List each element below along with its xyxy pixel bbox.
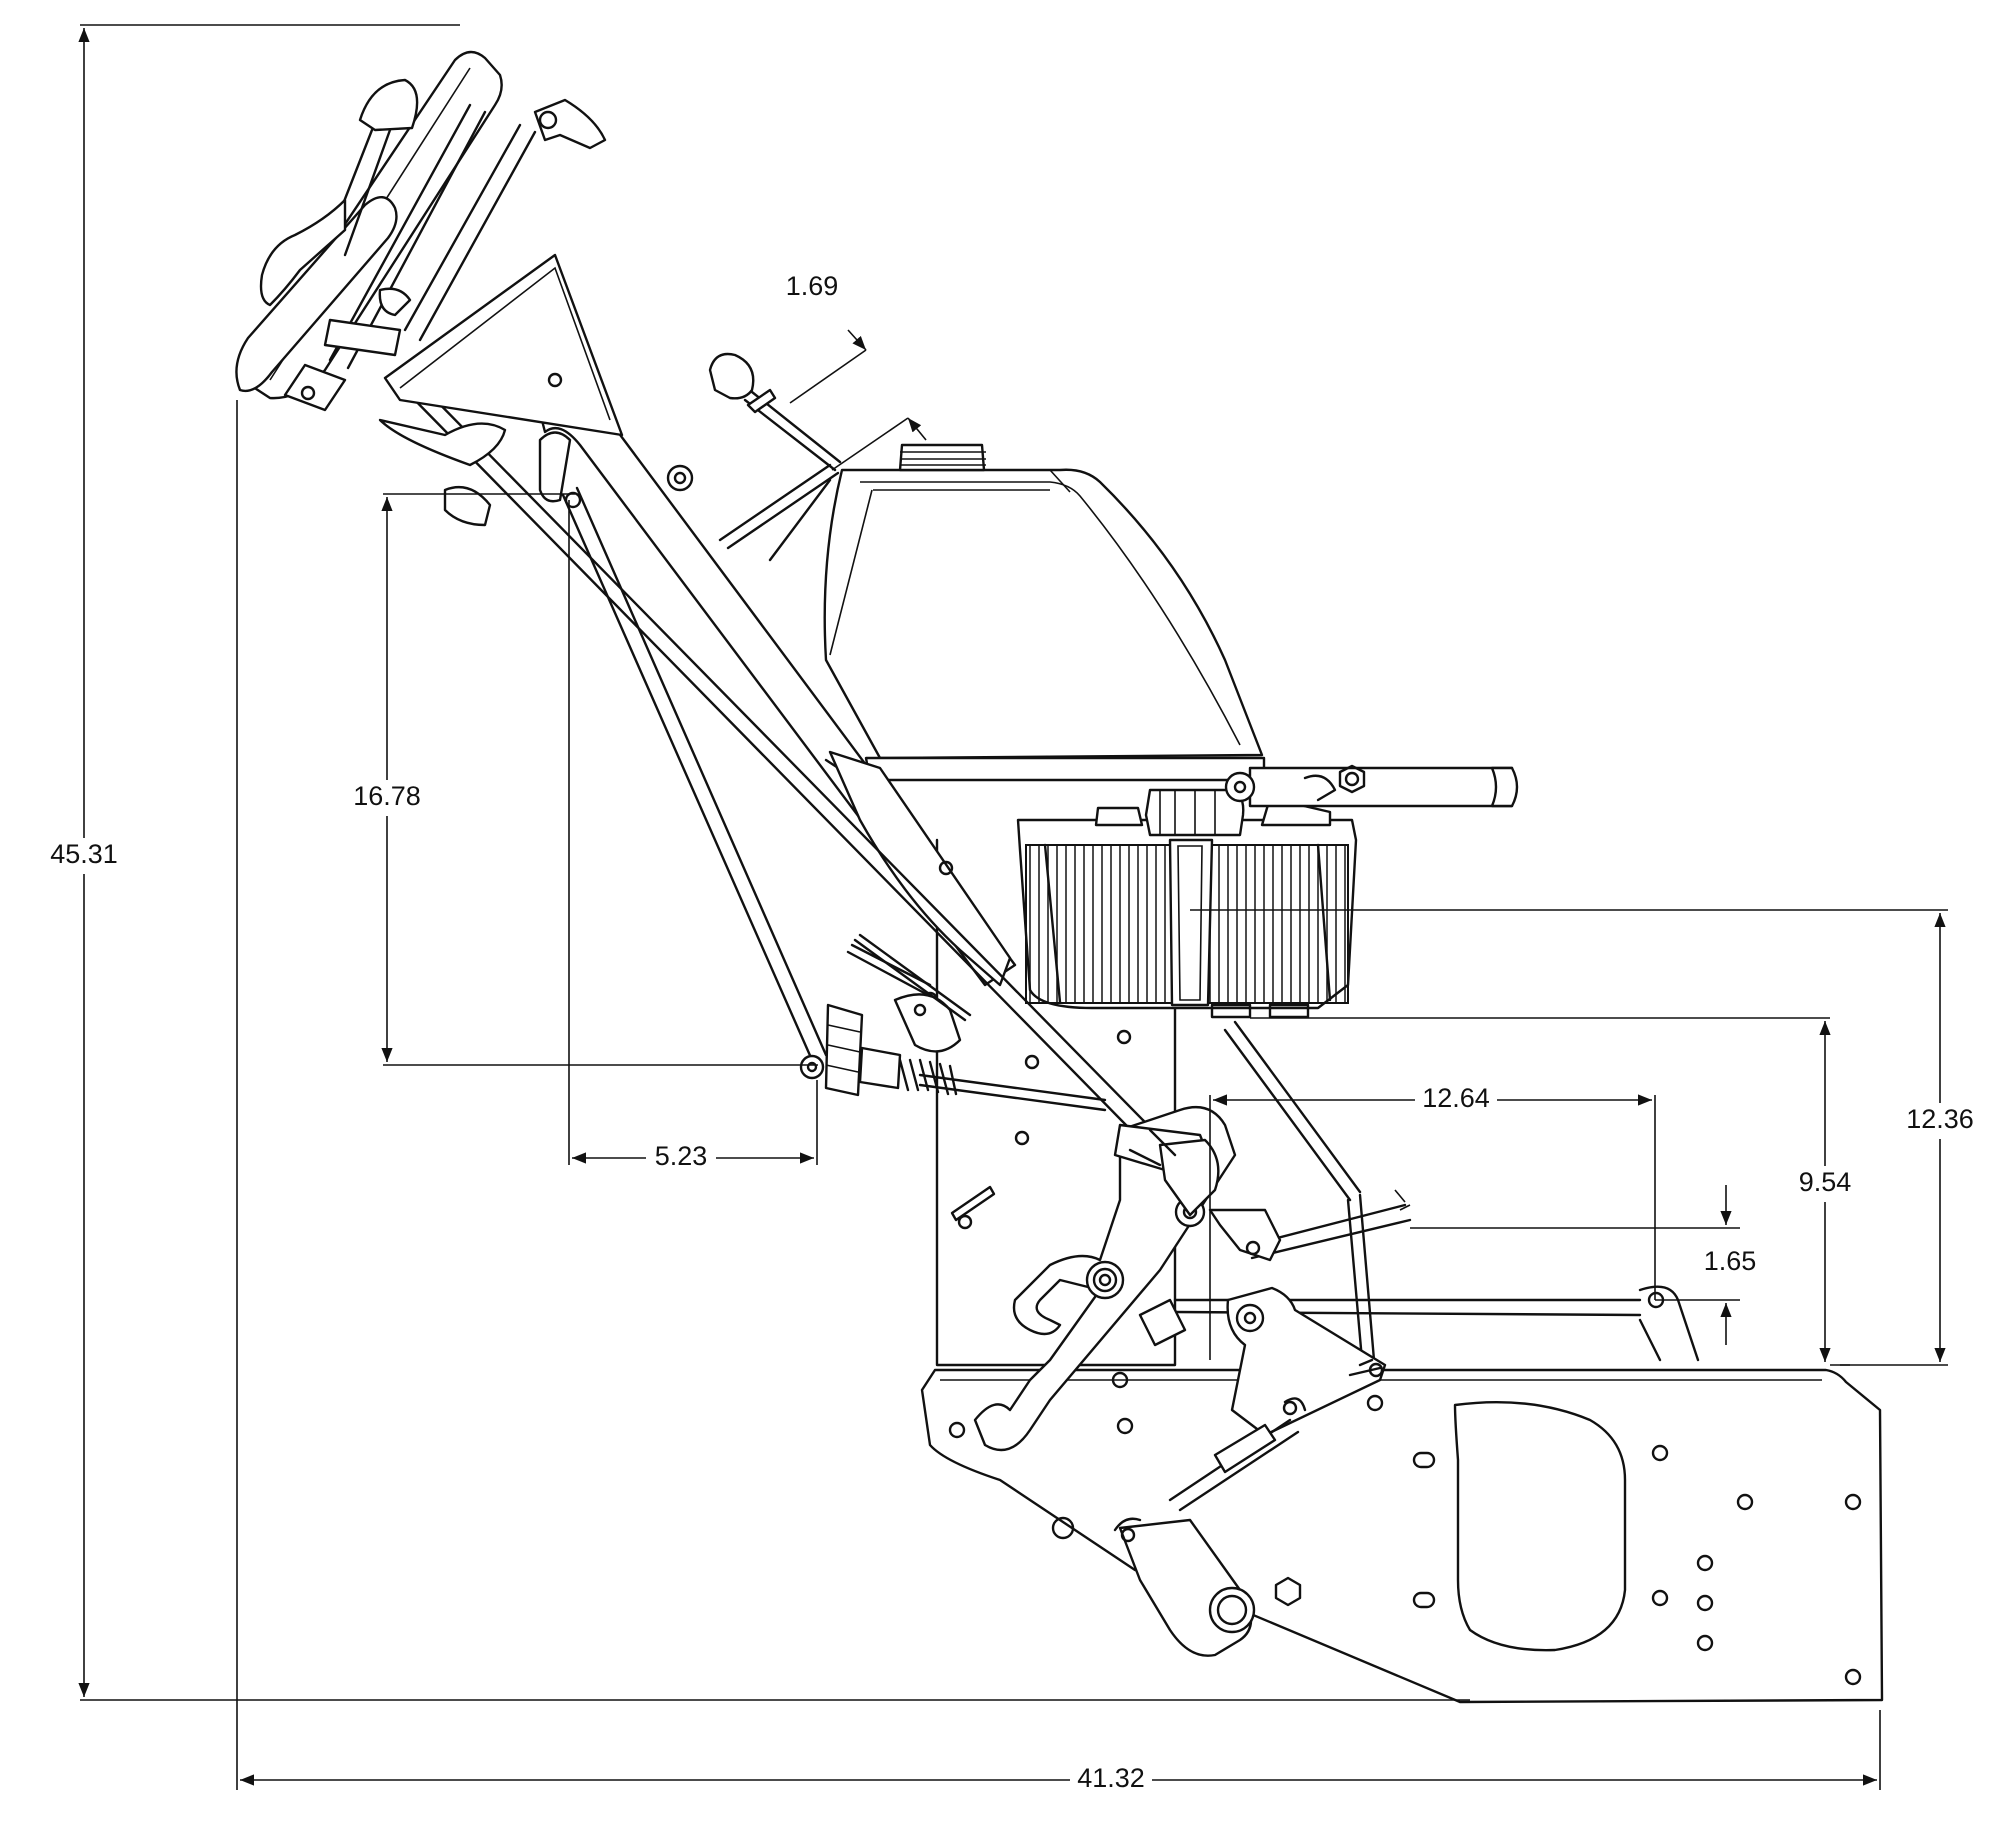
dim-handle-height: 16.78 [353,781,421,811]
handle-grip [235,196,398,393]
dim-handle-angle: 1.69 [786,271,839,301]
plate-holes [948,1371,1862,1686]
cable-knob [824,1003,864,1097]
dim-handle-offset: 5.23 [655,1141,708,1171]
dim-basket-height: 9.54 [1799,1167,1852,1197]
mower-illustration [235,50,1884,1704]
fuel-filler-neck [898,443,986,472]
plate-oval-cutout [1453,1400,1627,1652]
engine-center-channel [1168,838,1214,1007]
dim-deck-span: 12.64 [1422,1083,1490,1113]
fuel-tank [823,468,1264,760]
control-lever [358,78,419,132]
handle-bracket [828,750,1012,987]
control-rod [403,380,1192,1177]
dim-overall-height: 45.31 [50,839,118,869]
side-frame-plate [920,1368,1884,1704]
axle-shaft [1248,766,1514,808]
deflector-panel [383,253,624,437]
dim-catcher-height: 12.36 [1906,1104,1974,1134]
choke-knob [708,352,755,400]
tank-base-rim [864,756,1266,782]
cable-spring [898,1058,958,1096]
bellcrank [1226,1286,1387,1437]
dimension-annotations: 45.31 41.32 16.78 5.23 1.69 12.64 [44,24,1980,1798]
pivot-spring [1085,1260,1125,1300]
throttle-cable [918,1073,1107,1112]
dim-overall-length: 41.32 [1077,1763,1145,1793]
dim-reel-clearance: 1.65 [1704,1246,1757,1276]
